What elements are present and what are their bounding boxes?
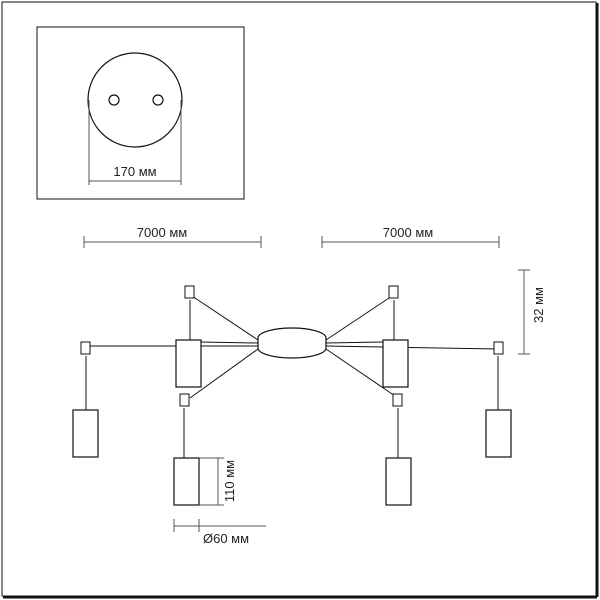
gripper <box>392 393 403 407</box>
gripper <box>179 393 190 407</box>
inset-frame <box>36 26 245 200</box>
mount-hole-left <box>108 94 120 106</box>
canopy-side-view <box>257 327 327 359</box>
shade-outer-left <box>72 409 99 458</box>
cable-grippers <box>80 285 504 407</box>
lamp-shades <box>72 339 512 506</box>
gripper <box>184 285 195 299</box>
canopy-circle <box>87 52 183 148</box>
shade-height-label: 110 мм <box>222 460 237 502</box>
cable-length-left-label: 7000 мм <box>137 225 187 240</box>
shade-upper-left <box>175 339 202 388</box>
gripper <box>388 285 399 299</box>
canopy-height-dim: 32 мм <box>518 269 546 355</box>
cable-length-right-label: 7000 мм <box>383 225 433 240</box>
shade-diameter-dim: Ø60 мм <box>173 519 266 546</box>
shade-upper-right <box>382 339 409 388</box>
cable-length-left-dim: 7000 мм <box>83 225 262 248</box>
shade-lower-right <box>385 457 412 506</box>
canopy-height-label: 32 мм <box>531 287 546 323</box>
shade-height-dim: 110 мм <box>199 457 237 506</box>
shade-diameter-label: Ø60 мм <box>203 531 249 546</box>
suspension-cables <box>88 295 499 399</box>
gripper <box>80 341 91 355</box>
cable-length-right-dim: 7000 мм <box>321 225 500 248</box>
shade-lower-left <box>173 457 200 506</box>
canopy-top-view: 170 мм <box>36 26 245 200</box>
mount-hole-right <box>152 94 164 106</box>
canopy-diameter-label: 170 мм <box>113 164 156 179</box>
drop-wires <box>85 300 499 458</box>
shade-outer-right <box>485 409 512 458</box>
gripper <box>493 341 504 355</box>
